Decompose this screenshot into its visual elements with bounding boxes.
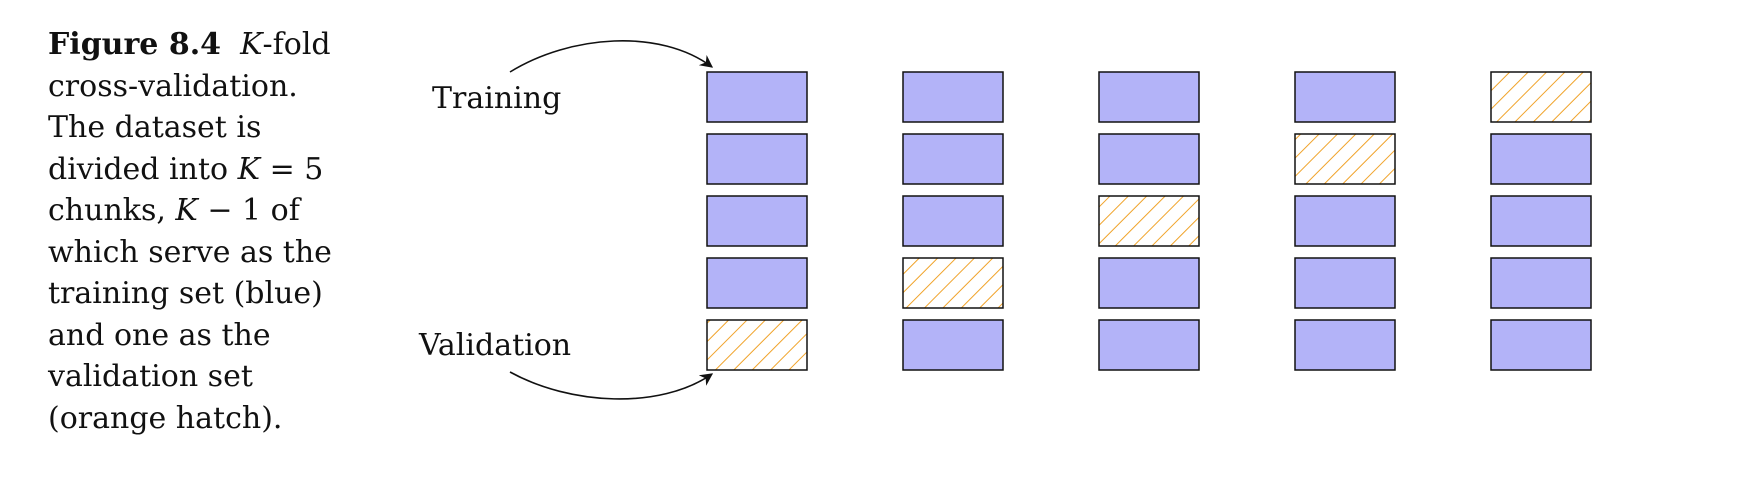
training-chunk [902,319,1004,371]
training-chunk [1490,257,1592,309]
training-chunk [1490,319,1592,371]
training-chunk [1490,133,1592,185]
caption-math-k: K [237,151,261,187]
validation-chunk [1294,133,1396,185]
training-chunk [1098,71,1200,123]
training-chunk [1294,71,1396,123]
caption-text: chunks, [48,193,176,228]
caption-line-8: and one as the [48,317,271,353]
caption-line-9: validation set [48,359,253,394]
training-chunk [1294,319,1396,371]
caption-line-1: Figure 8.4 K-fold [48,24,348,66]
fold-column [1490,71,1592,371]
training-chunk [706,195,808,247]
figure-label: Figure 8.4 [48,27,222,62]
fold-column [706,71,808,371]
fold-column [1294,71,1396,371]
validation-chunk [1490,71,1592,123]
caption-text: -fold [262,27,331,62]
caption-line-4: divided into K = 5 [48,149,348,191]
training-chunk [1294,195,1396,247]
caption-line-5: chunks, K − 1 of [48,190,348,232]
training-chunk [1098,319,1200,371]
training-chunk [902,133,1004,185]
validation-chunk [902,257,1004,309]
caption-line-10: (orange hatch). [48,400,283,436]
training-label: Training [432,81,561,116]
caption-math-k: K [175,193,198,228]
training-chunk [1294,257,1396,309]
validation-chunk [1098,195,1200,247]
fold-column [902,71,1004,371]
validation-chunk [706,319,808,371]
caption-text: − 1 of [197,193,300,228]
caption-text: = 5 [260,151,324,187]
training-chunk [1098,257,1200,309]
training-chunk [706,71,808,123]
caption-line-7: training set (blue) [48,276,323,311]
training-chunk [706,257,808,309]
training-chunk [706,133,808,185]
fold-column [1098,71,1200,371]
training-chunk [1098,133,1200,185]
figure-caption: Figure 8.4 K-fold cross-validation. The … [48,24,348,439]
caption-text: divided into [48,151,238,187]
caption-math-k: K [240,27,263,62]
training-chunk [902,195,1004,247]
caption-line-2: cross-validation. [48,68,298,104]
validation-label: Validation [418,328,571,363]
validation-arrow [509,371,714,400]
fold-grid [706,71,1592,371]
caption-line-6: which serve as the [48,234,332,270]
training-chunk [902,71,1004,123]
training-chunk [1490,195,1592,247]
training-arrow [509,40,714,73]
caption-line-3: The dataset is [48,110,262,145]
